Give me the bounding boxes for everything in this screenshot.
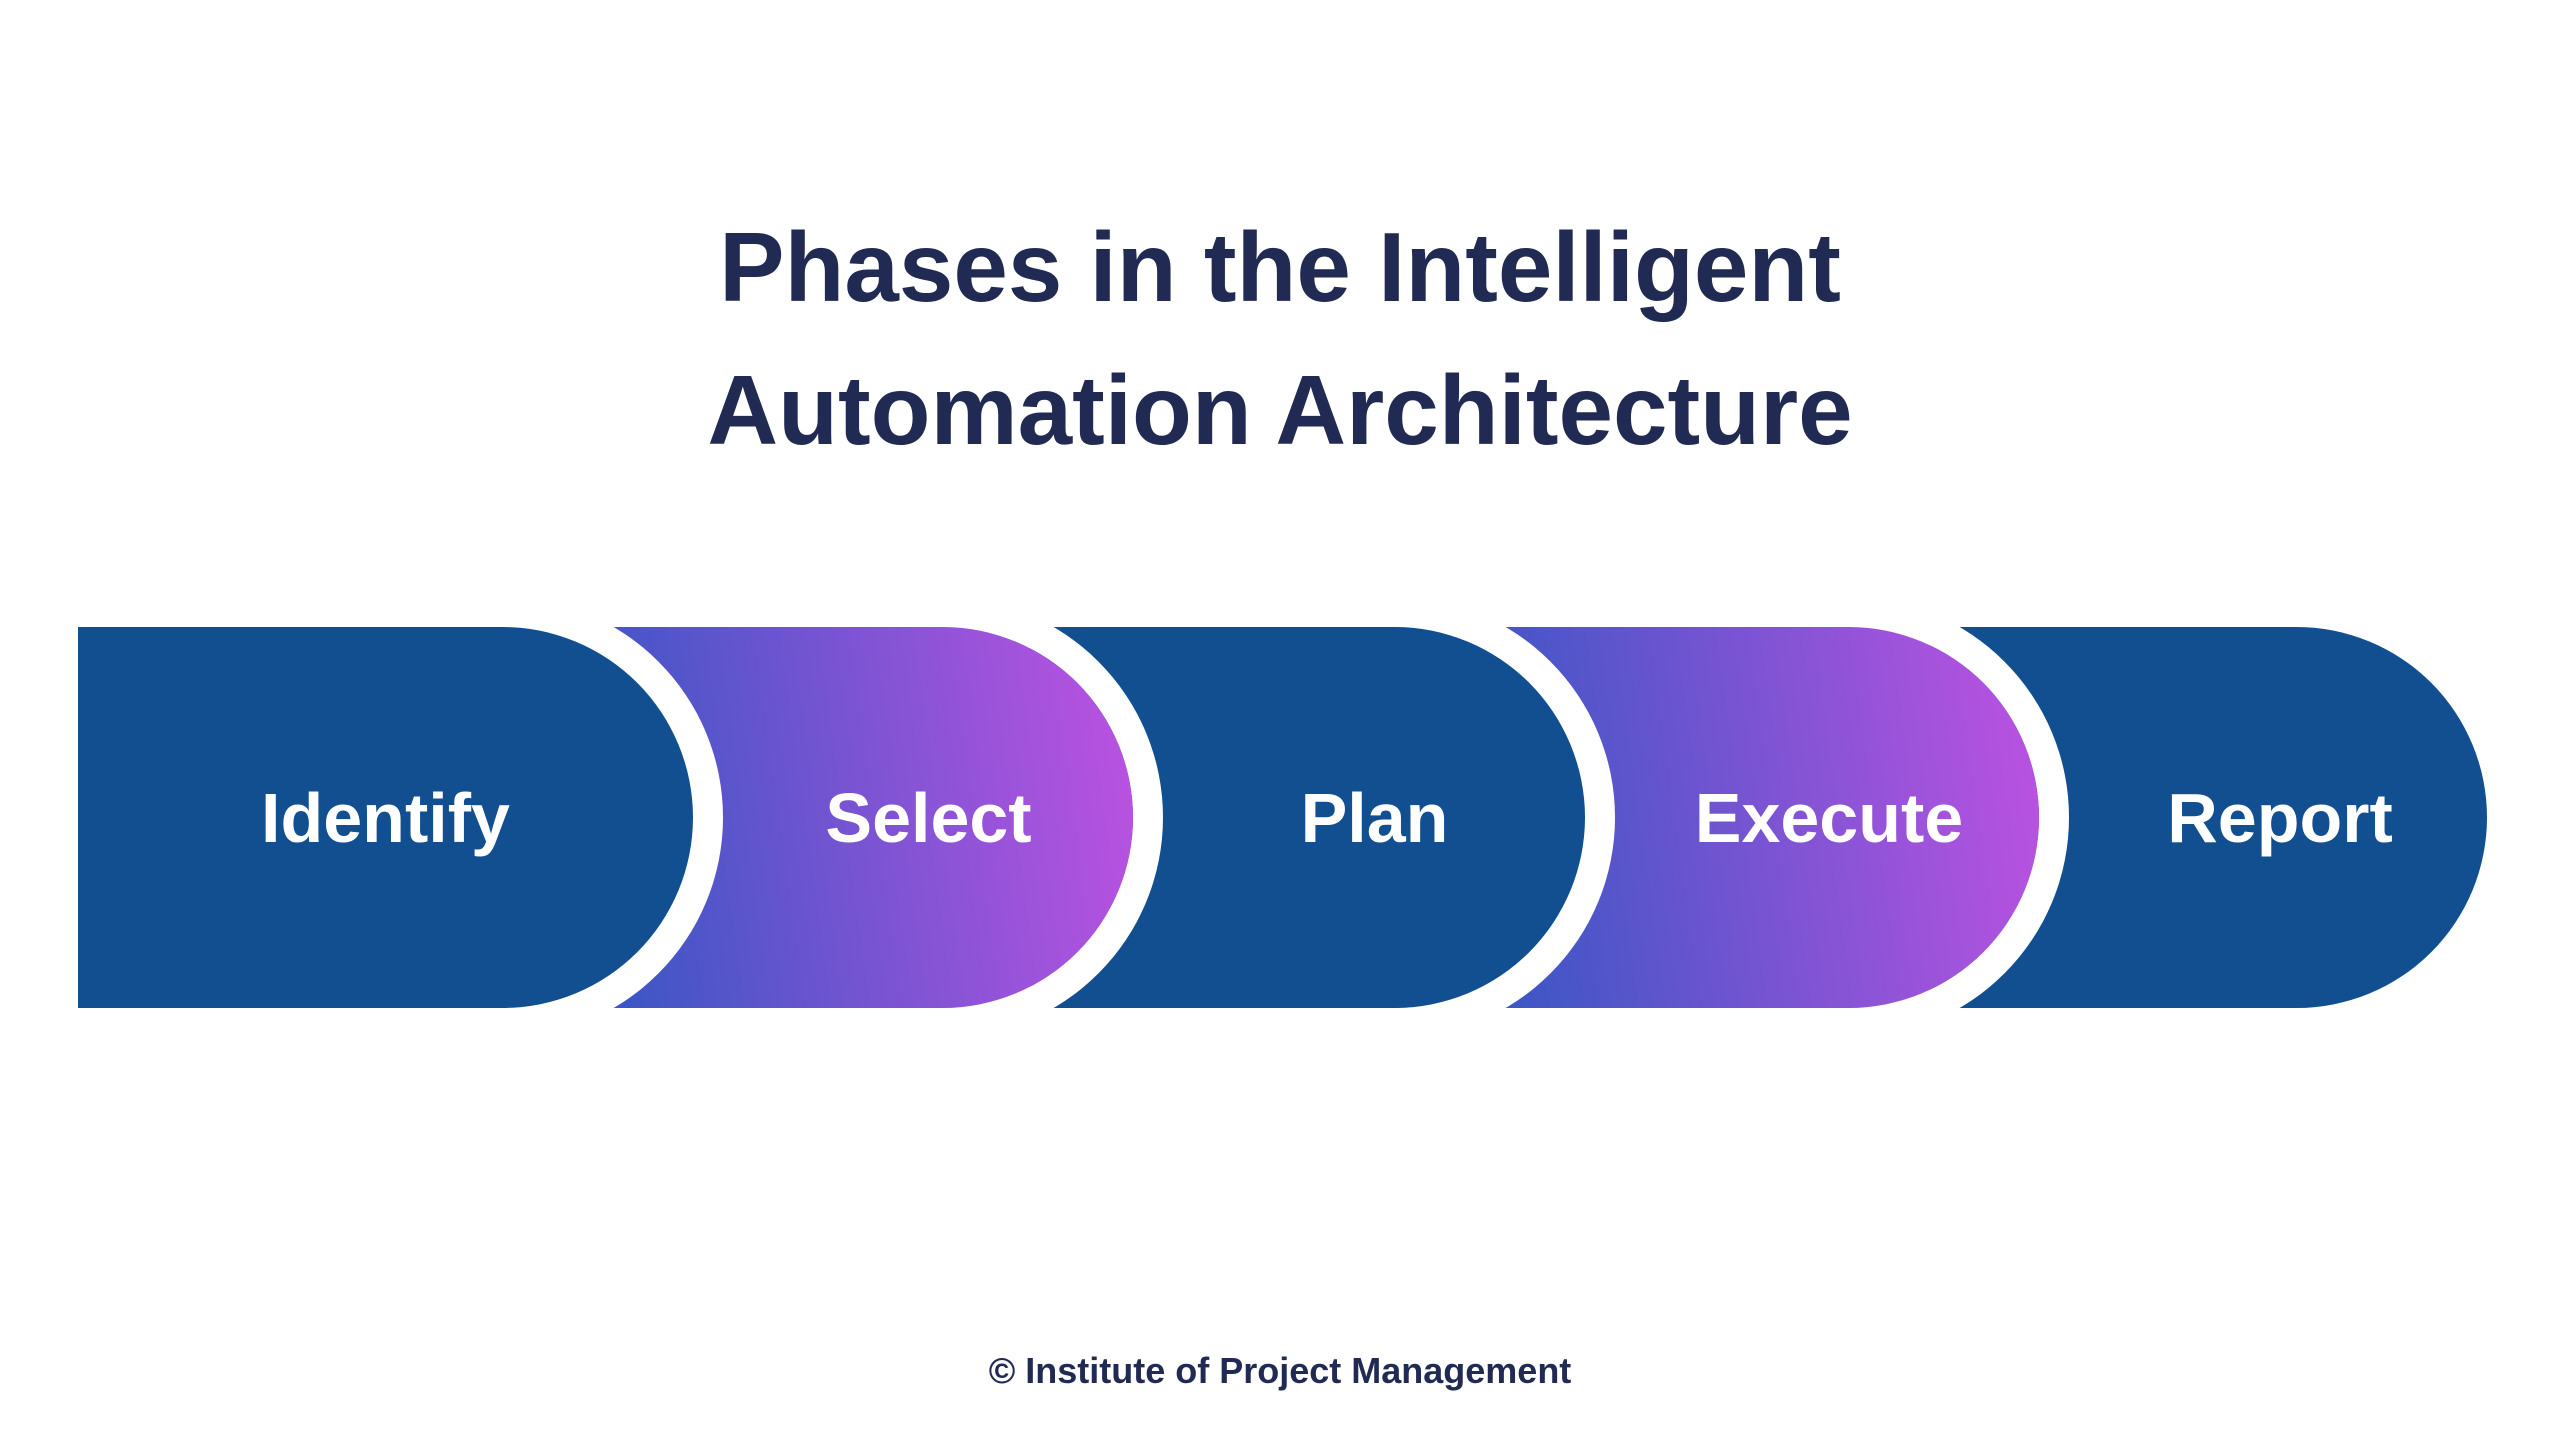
phase-label-execute: Execute <box>1694 778 1964 857</box>
phase-label-box: Plan <box>1164 627 1585 1008</box>
phase-label-plan: Plan <box>1300 778 1449 857</box>
diagram-title: Phases in the Intelligent Automation Arc… <box>0 196 2560 482</box>
phase-label-box: Select <box>724 627 1133 1008</box>
phase-label-identify: Identify <box>261 778 510 857</box>
phase-pill-execute: Execute <box>1480 627 2039 1008</box>
phase-label-select: Select <box>825 778 1032 857</box>
phase-label-box: Report <box>2073 627 2487 1008</box>
phase-label-box: Identify <box>78 627 693 1008</box>
title-line-1: Phases in the Intelligent <box>719 212 1841 322</box>
phase-label-box: Execute <box>1619 627 2039 1008</box>
phase-pill-identify: Identify <box>78 627 693 1008</box>
title-line-2: Automation Architecture <box>707 355 1853 465</box>
copyright-footer: © Institute of Project Management <box>988 1350 1572 1391</box>
phase-label-report: Report <box>2167 778 2393 857</box>
